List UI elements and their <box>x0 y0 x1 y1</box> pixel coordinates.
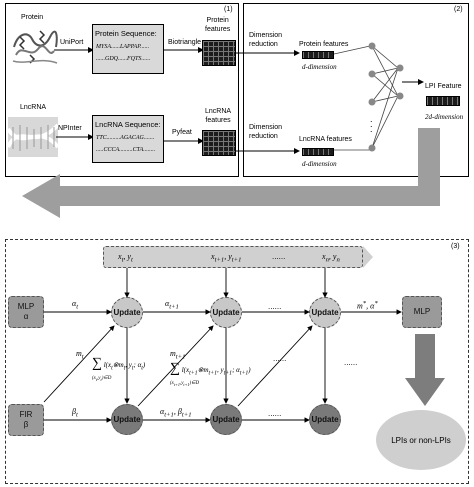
d-dimension-bottom: d-dimension <box>302 160 337 168</box>
lncrna-label: LncRNA <box>20 104 47 111</box>
arrow-biotriangle <box>164 47 204 53</box>
data-point-n: xn, yn <box>322 252 340 264</box>
dim-reduction-top-text: Dimension reduction <box>249 32 283 48</box>
loss-sum-t1-expr: l(xt+1⊗mt+1, yt+1; αt+1) <box>181 366 251 377</box>
two-d-dimension: 2d-dimension <box>425 113 464 121</box>
loss-sum-t1-index: (xt+1,yt+1)∈D <box>170 381 200 388</box>
protein-features-reduced-label: Protein features <box>299 41 349 48</box>
nn-dots-1: . <box>370 114 373 124</box>
mlp-alpha-line2: α <box>23 312 29 321</box>
panel-feature-fusion <box>243 3 469 177</box>
lncrna-feature-vector <box>302 148 334 156</box>
update-node-bottom-1: Update <box>111 404 143 435</box>
flow-arrow <box>22 128 440 218</box>
protein-sequence-title: Protein Sequence: <box>95 29 157 38</box>
panel-2-number: (2) <box>454 6 463 13</box>
d-dimension-top: d-dimension <box>302 63 337 71</box>
loss-sum-t-index: (xt,yt)∈D <box>92 376 112 383</box>
update-node-top-2: Update <box>210 297 242 328</box>
bottom-dots-label: ...... <box>268 409 282 418</box>
loss-sum-t1-symbol: ∑ <box>170 361 180 376</box>
lpi-feature-label: LPI Feature <box>425 83 462 90</box>
data-dots: ...... <box>272 252 286 261</box>
lncrna-features-reduced-label: LncRNA features <box>299 136 352 143</box>
lncrna-features-text: LncRNA features <box>205 108 232 124</box>
m-t1-label: mt+1 <box>170 349 186 361</box>
update-node-top-3: Update <box>309 297 341 328</box>
beta-t-label: βt <box>72 407 78 419</box>
neural-network-diagram <box>334 42 424 152</box>
panel-feature-extraction <box>5 3 239 177</box>
biotriangle-label: Biotriangle <box>168 39 202 46</box>
lncrna-structure-icon <box>8 117 58 157</box>
protein-feature-vector <box>302 51 334 59</box>
alpha-t1-label: αt+1 <box>165 299 179 311</box>
protein-label: Protein <box>21 14 44 21</box>
middle-dots-1: ...... <box>273 354 287 363</box>
lncrna-sequence-title: LncRNA Sequence: <box>95 120 161 129</box>
protein-feature-matrix <box>202 40 236 66</box>
output-arrow <box>405 334 445 406</box>
protein-sequence-box <box>92 24 164 74</box>
m-star-label: m*, α* <box>357 300 378 311</box>
loss-sum-t1: ∑ l(xt+1⊗mt+1, yt+1; αt+1) (xt+1,yt+1)∈D <box>170 361 251 389</box>
mlp-alpha-line1: MLP <box>17 302 35 311</box>
protein-structure-icon <box>12 30 58 64</box>
dim-reduction-bottom: Dimension reduction <box>249 123 282 141</box>
arrow-uniport <box>54 47 94 53</box>
update-node-bottom-2: Update <box>210 404 242 435</box>
middle-dots-2: ...... <box>344 358 358 367</box>
panel-3-number: (3) <box>451 243 460 250</box>
protein-features-text: Protein features <box>205 17 231 33</box>
mlp-alpha-box: MLP α <box>8 296 44 328</box>
data-strip-arrow-tip <box>363 246 373 268</box>
fir-beta-box: FIR β <box>8 404 44 436</box>
protein-sequence-line2: ......GDQ......FQTS...... <box>96 56 151 62</box>
m-t-label: mt <box>76 349 84 361</box>
arrow-protein-to-reduction <box>236 50 300 56</box>
output-ellipse: LPIs or non-LPIs <box>376 410 466 470</box>
protein-sequence-line1: MYSA......LAPPAP...... <box>96 44 150 50</box>
output-label: LPIs or non-LPIs <box>391 435 451 445</box>
arrow-lncrna-to-reduction <box>236 148 300 154</box>
top-dots-label: ...... <box>268 302 282 311</box>
update-node-top-1: Update <box>111 297 143 328</box>
lncrna-sequence-line1: TTC.........AGACAG....... <box>96 135 155 141</box>
data-point-t1: xt+1, yt+1 <box>211 252 242 264</box>
loss-sum-t-expr: l(xt⊗mt, yt; αt) <box>103 361 146 372</box>
data-point-t: xt, yt <box>118 252 133 264</box>
training-data-strip <box>103 246 363 268</box>
protein-features-label: Protein features <box>205 16 230 34</box>
lncrna-features-label: LncRNA features <box>205 107 231 125</box>
nn-dots-2: . <box>370 119 373 129</box>
uniport-label: UniPort <box>60 39 84 46</box>
arrow-npinter <box>56 134 94 140</box>
fir-beta-line2: β <box>23 420 29 429</box>
fir-beta-line1: FIR <box>19 410 33 419</box>
final-mlp-box: MLP <box>402 296 442 328</box>
arrow-pyfeat <box>164 138 204 144</box>
lncrna-sequence-box <box>92 115 164 163</box>
loss-sum-t: ∑ l(xt⊗mt, yt; αt) (xt,yt)∈D <box>92 356 146 384</box>
npinter-label: NPInter <box>58 125 82 132</box>
dim-reduction-bottom-text: Dimension reduction <box>249 124 283 140</box>
lncrna-feature-matrix <box>202 130 236 156</box>
panel-meta-learning <box>5 239 469 484</box>
nn-dots-3: . <box>370 124 373 134</box>
panel-1-number: (1) <box>224 6 233 13</box>
lncrna-sequence-line2: .....CCCA.........CTA........ <box>96 147 156 153</box>
alpha-beta-t1-label: αt+1, βt+1 <box>160 407 192 419</box>
lpi-feature-vector <box>426 96 460 106</box>
pyfeat-label: Pyfeat <box>172 129 192 136</box>
loss-sum-t-symbol: ∑ <box>92 356 102 371</box>
alpha-t-label: αt <box>72 299 79 311</box>
dim-reduction-top: Dimension reduction <box>249 31 282 49</box>
update-node-bottom-3: Update <box>309 404 341 435</box>
